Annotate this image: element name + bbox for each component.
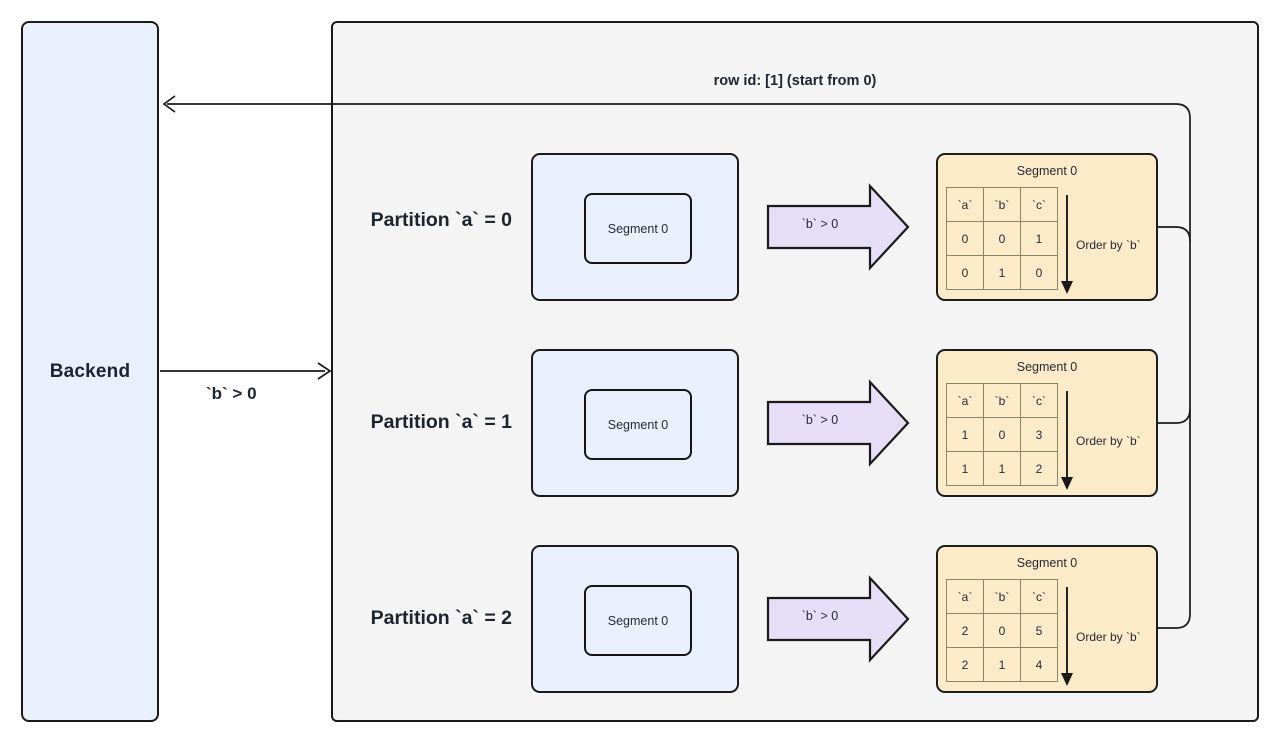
table-cell: 0 [946, 255, 984, 290]
table-cell: 1 [1020, 221, 1058, 256]
table-cell: 0 [983, 613, 1021, 648]
partition-box-2[interactable]: Segment 0 [531, 545, 739, 693]
segment-card-title-1: Segment 0 [1016, 360, 1078, 374]
table-cell: 2 [1020, 451, 1058, 486]
order-by-arrow-2 [1060, 587, 1074, 687]
backend-label: Backend [49, 360, 131, 382]
column-header: `c` [1020, 383, 1058, 418]
table-cell: 0 [1020, 255, 1058, 290]
order-by-arrow-0 [1060, 195, 1074, 295]
table-cell: 4 [1020, 647, 1058, 682]
order-by-label-0: Order by `b` [1076, 238, 1141, 252]
order-by-label-1: Order by `b` [1076, 434, 1141, 448]
order-by-label-2: Order by `b` [1076, 630, 1141, 644]
filter-arrow-shape-0 [766, 183, 910, 271]
table-cell: 1 [946, 417, 984, 452]
column-header: `b` [983, 187, 1021, 222]
column-header: `b` [983, 383, 1021, 418]
table-header-row: `a``b``c` [946, 579, 1058, 614]
table-cell: 1 [983, 255, 1021, 290]
table-cell: 2 [946, 613, 984, 648]
segment-card-title-0: Segment 0 [1016, 164, 1078, 178]
column-header: `c` [1020, 579, 1058, 614]
column-header: `b` [983, 579, 1021, 614]
table-cell: 1 [983, 451, 1021, 486]
table-cell: 0 [946, 221, 984, 256]
partition-segment-box-1[interactable]: Segment 0 [584, 389, 692, 460]
partition-segment-box-2[interactable]: Segment 0 [584, 585, 692, 656]
table-header-row: `a``b``c` [946, 187, 1058, 222]
column-header: `a` [946, 383, 984, 418]
response-arrowhead [162, 95, 176, 113]
filter-arrow-shape-1 [766, 379, 910, 467]
column-header: `a` [946, 187, 984, 222]
row-id-note: row id: [1] (start from 0) [713, 73, 877, 89]
filter-arrow-1: `b` > 0 [766, 379, 910, 467]
table-cell: 5 [1020, 613, 1058, 648]
backend-box[interactable]: Backend [21, 21, 159, 722]
request-arrowhead [317, 362, 332, 380]
partition-label-0: Partition `a` = 0 [370, 209, 512, 231]
filter-arrow-0: `b` > 0 [766, 183, 910, 271]
partition-box-1[interactable]: Segment 0 [531, 349, 739, 497]
column-header: `a` [946, 579, 984, 614]
table-cell: 1 [983, 647, 1021, 682]
table-cell: 3 [1020, 417, 1058, 452]
order-by-arrow-1 [1060, 391, 1074, 491]
partition-box-0[interactable]: Segment 0 [531, 153, 739, 301]
filter-arrow-2: `b` > 0 [766, 575, 910, 663]
segment-card-title-2: Segment 0 [1016, 556, 1078, 570]
filter-arrow-shape-2 [766, 575, 910, 663]
partition-segment-box-0[interactable]: Segment 0 [584, 193, 692, 264]
request-arrow-label: `b` > 0 [206, 384, 257, 403]
column-header: `c` [1020, 187, 1058, 222]
partition-label-2: Partition `a` = 2 [370, 607, 512, 629]
table-cell: 0 [983, 221, 1021, 256]
table-cell: 0 [983, 417, 1021, 452]
partition-label-1: Partition `a` = 1 [370, 411, 512, 433]
table-cell: 1 [946, 451, 984, 486]
table-cell: 2 [946, 647, 984, 682]
table-header-row: `a``b``c` [946, 383, 1058, 418]
